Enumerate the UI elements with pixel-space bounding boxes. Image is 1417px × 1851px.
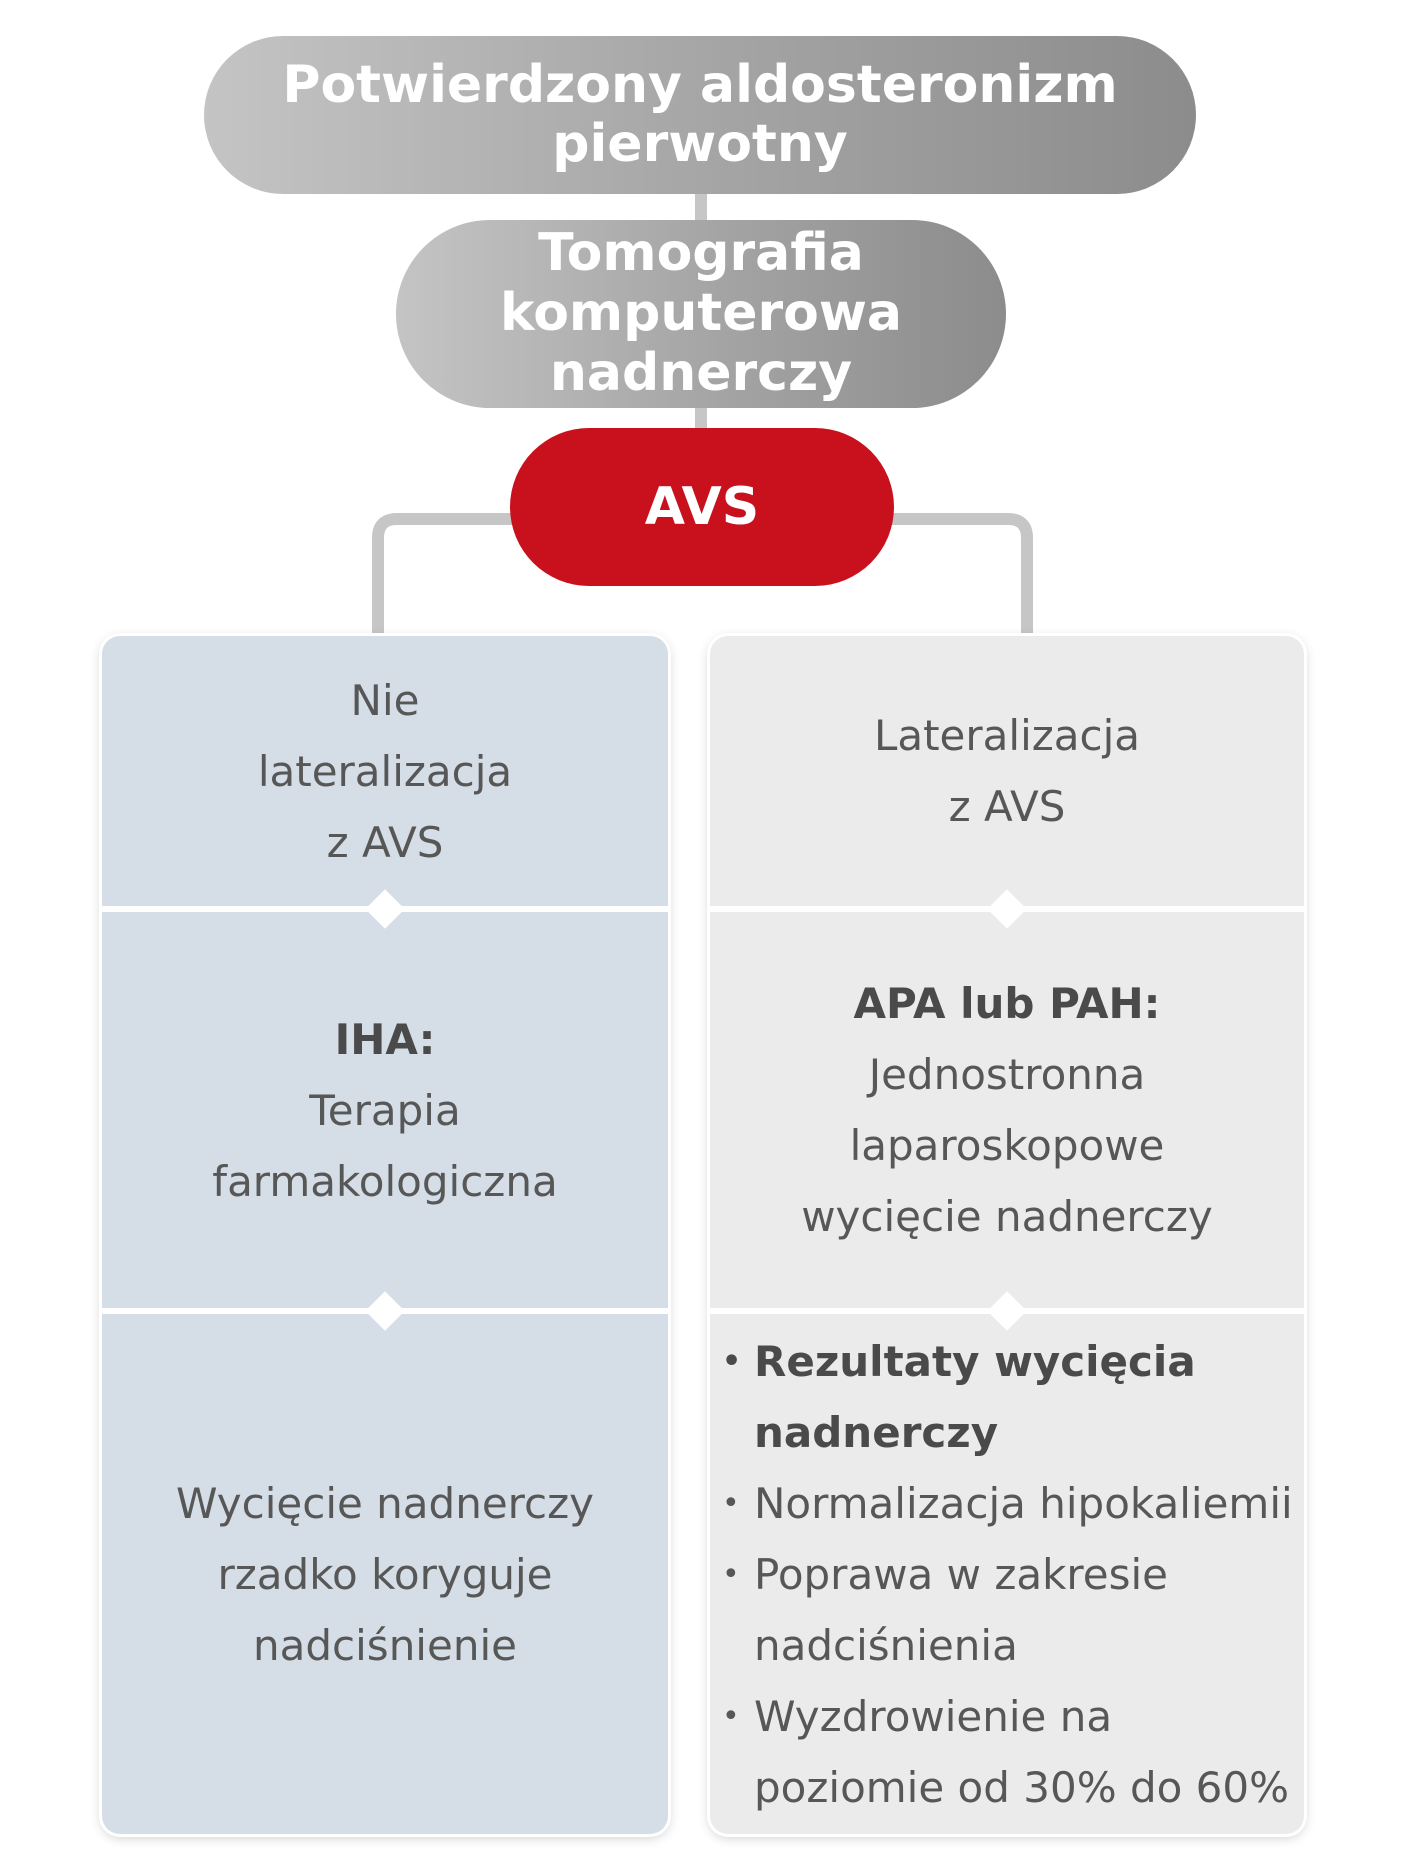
right-header-line-2: z AVS: [948, 782, 1066, 831]
ct-adrenal-line-2: komputerowa: [500, 283, 902, 344]
confirmed-aldosteronism-line-1: Potwierdzony aldosteronizm: [282, 55, 1118, 116]
right-result-list: Rezultaty wycięcia nadnerczy Normalizacj…: [718, 1326, 1304, 1823]
non-lateralization-column: Nie lateralizacja z AVS IHA: Terapia far…: [102, 636, 668, 1834]
avs-pill: AVS: [510, 428, 894, 586]
left-diagnosis-line-1: Terapia: [309, 1085, 461, 1135]
right-header-line-1: Lateralizacja: [873, 711, 1141, 760]
left-header-section: Nie lateralizacja z AVS: [102, 636, 668, 906]
left-result-line-2: rzadko koryguje: [217, 1549, 553, 1599]
right-diagnosis-line-1: Jednostronna: [868, 1050, 1146, 1099]
avs-label: AVS: [644, 476, 760, 537]
left-diagnosis-title: IHA:: [334, 1014, 436, 1064]
confirmed-aldosteronism-pill: Potwierdzony aldosteronizm pierwotny: [204, 36, 1196, 194]
lateralization-column: Lateralizacja z AVS APA lub PAH: Jednost…: [710, 636, 1304, 1834]
ct-adrenal-line-3: nadnerczy: [549, 342, 853, 403]
right-diagnosis-title: APA lub PAH:: [853, 979, 1161, 1028]
left-result-section: Wycięcie nadnerczy rzadko koryguje nadci…: [102, 1314, 668, 1834]
left-header-line-1: Nie: [350, 675, 420, 725]
right-diagnosis-line-3: wycięcie nadnerczy: [801, 1192, 1213, 1241]
right-header-section: Lateralizacja z AVS: [710, 636, 1304, 906]
result-bullet-2: Normalizacja hipokaliemii: [718, 1468, 1304, 1539]
right-diagnosis-section: APA lub PAH: Jednostronna laparoskopowe …: [710, 912, 1304, 1308]
confirmed-aldosteronism-line-2: pierwotny: [552, 114, 848, 174]
left-result-line-1: Wycięcie nadnerczy: [175, 1478, 594, 1528]
left-header-line-3: z AVS: [326, 817, 444, 867]
right-diagnosis-line-2: laparoskopowe: [849, 1121, 1165, 1170]
left-result-line-3: nadciśnienie: [253, 1620, 517, 1670]
result-bullet-1: Rezultaty wycięcia nadnerczy: [718, 1326, 1304, 1468]
connector-avs-to-right: [889, 513, 1033, 640]
left-diagnosis-section: IHA: Terapia farmakologiczna: [102, 912, 668, 1308]
result-bullet-4: Wyzdrowienie na poziomie od 30% do 60%: [718, 1681, 1304, 1823]
left-diagnosis-line-2: farmakologiczna: [212, 1156, 558, 1206]
ct-adrenal-pill: Tomografia komputerowa nadnerczy: [396, 220, 1006, 408]
result-bullet-3: Poprawa w zakresie nadciśnienia: [718, 1539, 1304, 1681]
connector-avs-to-left: [372, 513, 515, 640]
ct-adrenal-line-1: Tomografia: [538, 223, 864, 284]
left-header-line-2: lateralizacja: [257, 746, 513, 796]
